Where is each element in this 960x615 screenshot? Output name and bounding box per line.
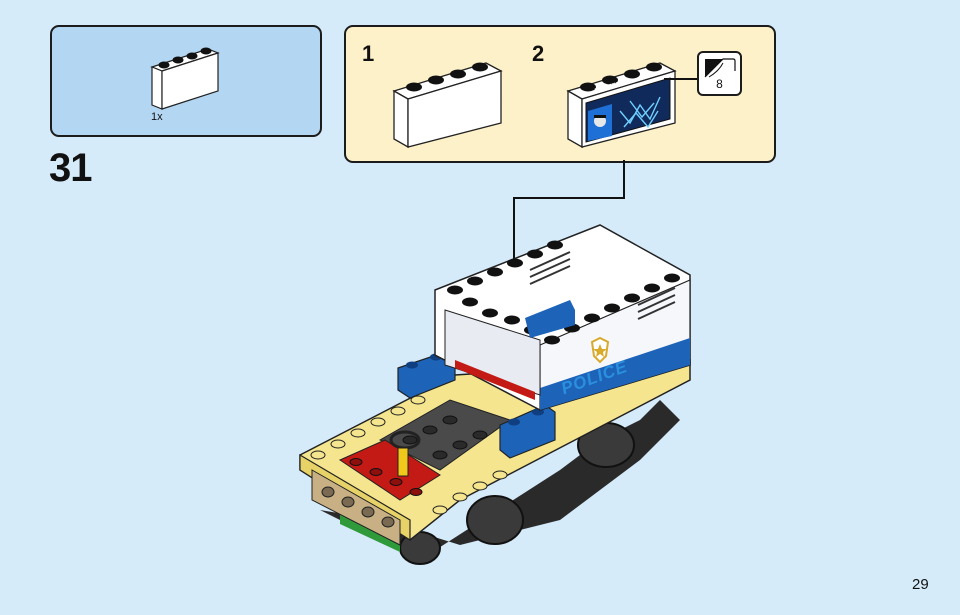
callout-connector-line — [664, 78, 698, 80]
substep-2-wanted-panel-icon — [566, 62, 677, 149]
white-panel-part-icon — [150, 47, 220, 110]
parts-list-box: 1x — [50, 25, 322, 137]
part-quantity: 1x — [151, 111, 163, 123]
sticker-reference: 8 — [697, 51, 742, 96]
step-number: 31 — [49, 146, 92, 190]
substep-2-number: 2 — [532, 41, 545, 66]
sticker-sheet-number: 8 — [716, 77, 723, 91]
substep-1-number: 1 — [362, 41, 375, 66]
page-number: 29 — [912, 576, 929, 593]
substep-1-panel-icon — [392, 62, 503, 149]
sticker-sheet-icon — [704, 58, 736, 78]
